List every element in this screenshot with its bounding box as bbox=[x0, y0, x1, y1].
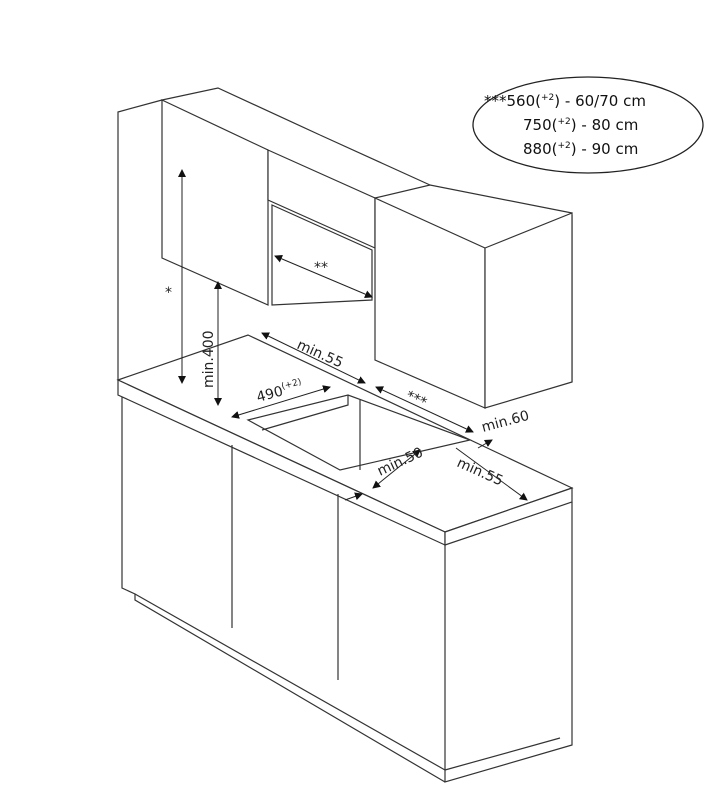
legend-row: ***560(+2) - 60/70 cm bbox=[484, 92, 646, 110]
cutout-width-label: *** bbox=[403, 388, 429, 411]
min-400-label: min.400 bbox=[201, 330, 217, 388]
cutout-depth-label: 490(+2) bbox=[255, 377, 305, 406]
cabinet-height-label: * bbox=[165, 285, 172, 301]
cutout-tolerance: +2 bbox=[284, 378, 299, 391]
base-cabinets bbox=[121, 397, 573, 783]
hood-width-label: ** bbox=[314, 260, 328, 276]
min-60-label: min.60 bbox=[480, 408, 531, 436]
legend-row: 750(+2) - 80 cm bbox=[523, 116, 638, 134]
countertop bbox=[116, 334, 574, 546]
dimension-lines bbox=[178, 169, 528, 501]
upper-cabinet-right bbox=[374, 184, 573, 409]
cutout-size-legend: ***560(+2) - 60/70 cm 750(+2) - 80 cm 88… bbox=[472, 76, 704, 174]
legend-marker: *** bbox=[484, 92, 507, 110]
cutout-depth-value: 490 bbox=[255, 383, 285, 405]
upper-cabinet-left bbox=[161, 87, 321, 306]
legend-row: 880(+2) - 90 cm bbox=[523, 140, 638, 158]
